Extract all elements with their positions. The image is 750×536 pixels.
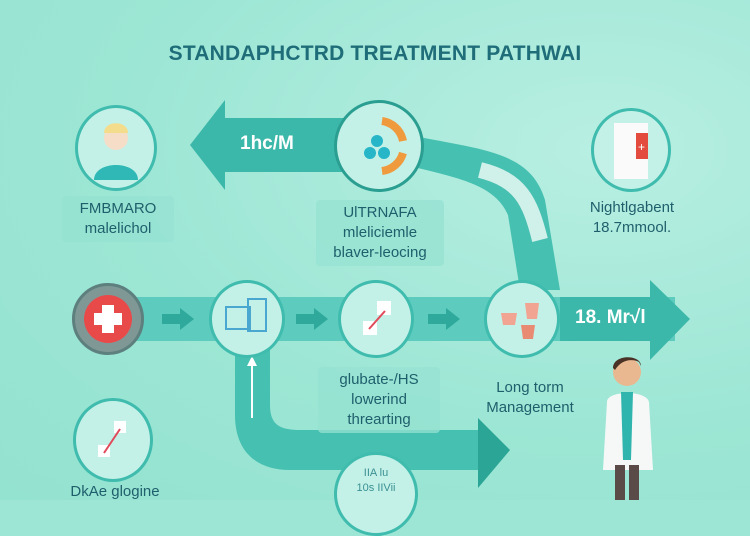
- label-line: lowerind: [351, 391, 407, 408]
- main-arrow-label: 18. Mr√l: [575, 307, 646, 328]
- svg-text:+: +: [638, 140, 645, 154]
- tests-circle: [209, 280, 285, 358]
- patient-circle: [75, 105, 157, 191]
- test-strip-icon: [98, 421, 126, 457]
- diagnosis-chart-icon: [364, 117, 407, 175]
- label-line: threarting: [347, 411, 411, 428]
- emergency-circle: [72, 283, 144, 355]
- label-line: IIA lu: [363, 467, 389, 479]
- label-line: Nightlgabent: [589, 199, 675, 216]
- arrow-icon: [162, 308, 194, 330]
- medical-cross-icon: [84, 295, 132, 343]
- label-line: malelichol: [84, 220, 152, 237]
- page-title: STANDAPHCTRD TREATMENT PATHWAI: [168, 42, 582, 65]
- medication-label: Nightlgabent 18.7mmool.: [570, 198, 694, 238]
- top-arrow-label: 1hc/M: [240, 133, 294, 154]
- label-line: mleliciemle: [342, 224, 418, 241]
- lab-equipment-icon: [225, 298, 267, 332]
- lower-arrow-head: [478, 418, 510, 488]
- medication-circle: +: [591, 108, 671, 192]
- label-line: Long torm: [496, 379, 564, 396]
- bottom-left-label: DkAe glogine: [55, 482, 175, 502]
- top-left-arrow: [190, 100, 345, 190]
- bottom-left-circle: [73, 398, 153, 482]
- label-line: 18.7mmool.: [592, 219, 672, 236]
- label-line: UlTRNAFA: [343, 204, 417, 221]
- patient-label: FMBMARO malelichol: [62, 196, 174, 242]
- middle-label: glubate-/HS lowerind threarting: [318, 367, 440, 433]
- lower-path: [235, 340, 480, 470]
- medicine-box-icon: +: [614, 123, 648, 179]
- center-label: UlTRNAFA mleliciemle blaver-leocing: [316, 200, 444, 266]
- center-diagnosis-circle: [334, 100, 424, 192]
- label-line: DkAe glogine: [70, 483, 160, 500]
- doctor-illustration: [603, 357, 653, 500]
- bottom-label: IIA lu 10s IIVii: [340, 466, 412, 496]
- label-line: 10s IIVii: [356, 482, 396, 494]
- label-line: blaver-leocing: [333, 244, 427, 261]
- arrow-icon: [296, 308, 328, 330]
- glucose-circle: [338, 280, 414, 358]
- patient-icon: [94, 123, 138, 180]
- label-line: FMBMARO: [79, 200, 157, 217]
- main-arrow-head: [650, 280, 690, 360]
- curved-band: [405, 135, 560, 290]
- food-cups-icon: [501, 303, 539, 339]
- arrow-icon: [428, 308, 460, 330]
- label-line: Management: [486, 399, 574, 416]
- test-strip-icon: [363, 301, 391, 335]
- label-line: glubate-/HS: [339, 371, 419, 388]
- diet-circle: [484, 280, 560, 358]
